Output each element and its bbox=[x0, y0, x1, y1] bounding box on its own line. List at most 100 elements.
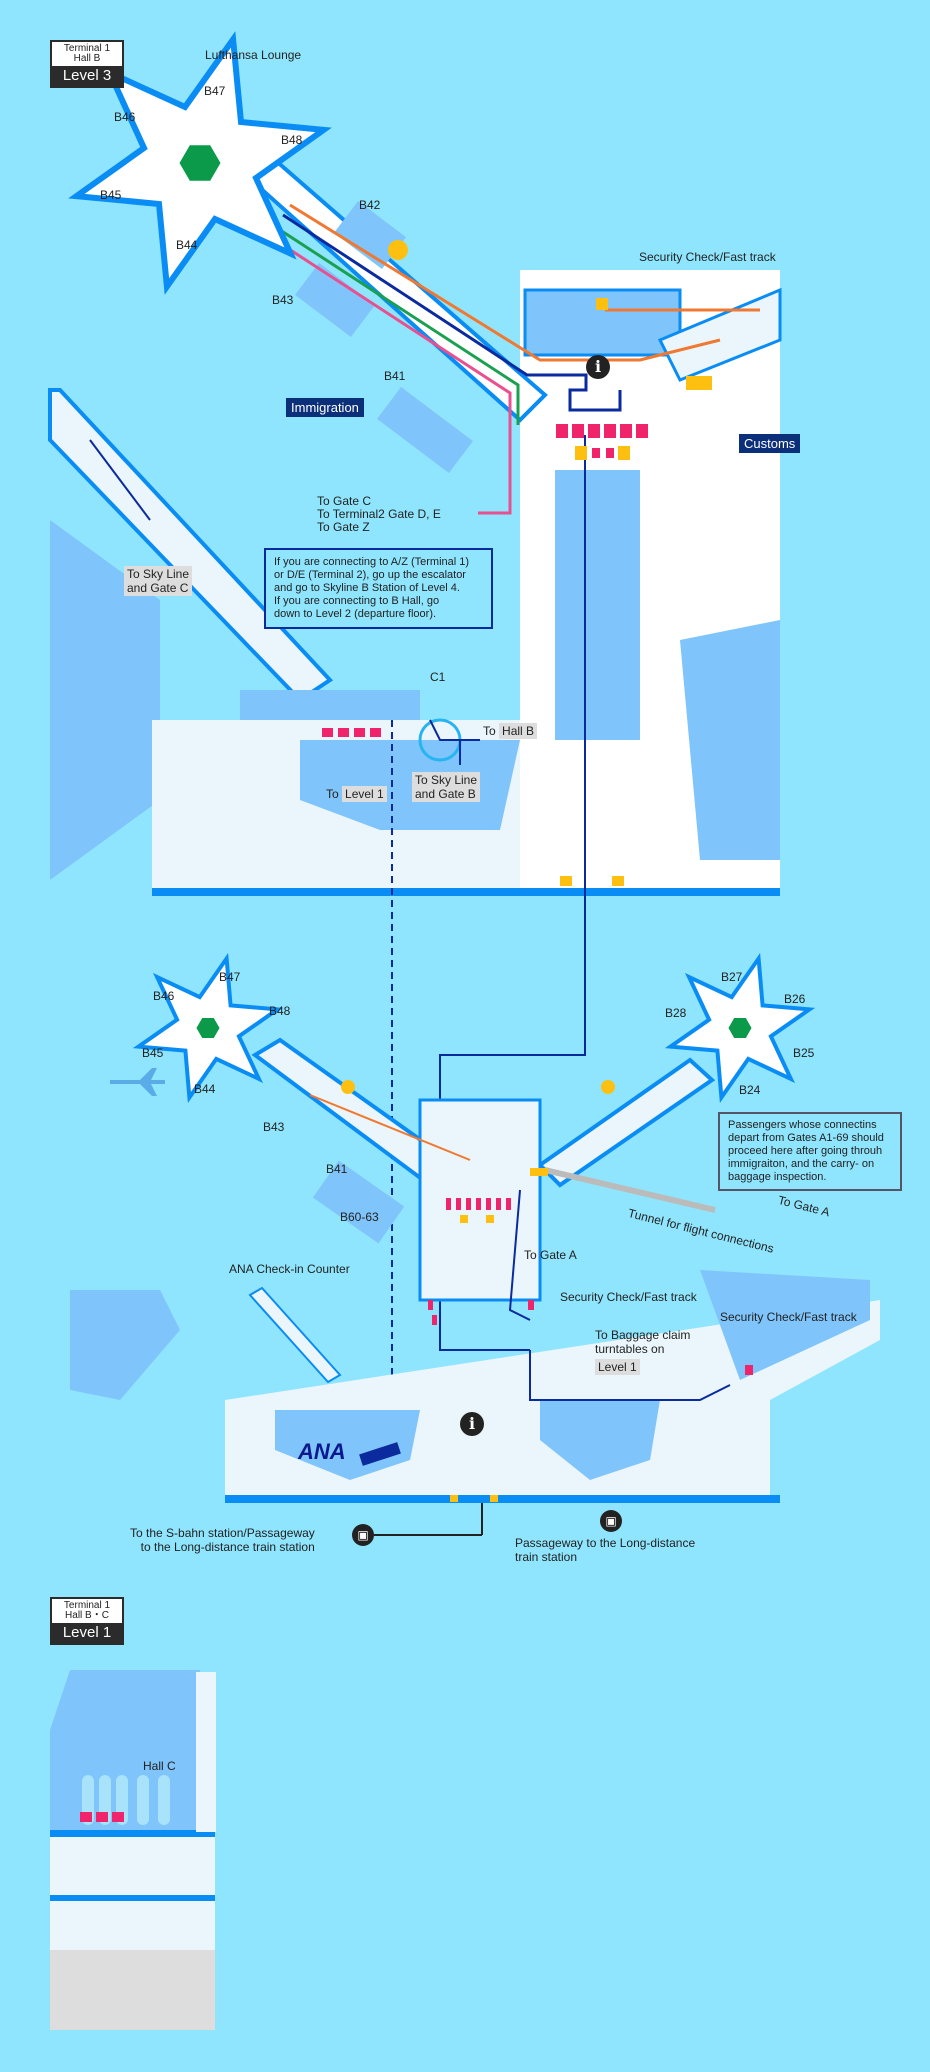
immigration-label: Immigration bbox=[286, 398, 364, 417]
gate-b48-lower[interactable]: B48 bbox=[269, 1004, 291, 1018]
security-check-label: Security Check/Fast track bbox=[639, 250, 776, 264]
security-check-1: Security Check/Fast track bbox=[560, 1290, 697, 1304]
terminal-label: Terminal 1 bbox=[63, 1600, 111, 1611]
customs-label: Customs bbox=[739, 434, 801, 453]
ana-check-in-hall bbox=[275, 1410, 420, 1480]
hall-label: Hall B・C bbox=[65, 1610, 109, 1621]
gate-b43-lower[interactable]: B43 bbox=[263, 1120, 285, 1134]
to-hall-b: To Hall B bbox=[483, 723, 538, 739]
hall-c-label: Hall C bbox=[143, 1759, 176, 1773]
gate-b41-block bbox=[377, 386, 473, 474]
route-pink bbox=[271, 236, 512, 515]
immigration-counters bbox=[556, 424, 648, 438]
gate-b60-block bbox=[312, 1160, 405, 1244]
gate-b45[interactable]: B45 bbox=[100, 188, 122, 202]
corridor-east bbox=[657, 287, 782, 382]
ana-check-in-label: ANA Check-in Counter bbox=[229, 1262, 350, 1276]
wall bbox=[50, 1830, 215, 1837]
lounge-icon bbox=[179, 145, 221, 181]
gate-b28[interactable]: B28 bbox=[665, 1006, 687, 1020]
gate-b24[interactable]: B24 bbox=[739, 1083, 761, 1097]
gate-b44[interactable]: B44 bbox=[176, 238, 198, 252]
wall bbox=[152, 888, 780, 896]
lounge-icon bbox=[728, 1018, 752, 1038]
gate-b41[interactable]: B41 bbox=[384, 369, 406, 383]
building-block bbox=[555, 470, 640, 740]
info-icon: i bbox=[586, 355, 610, 379]
baggage-carousels bbox=[82, 1775, 170, 1825]
gate-b43-block bbox=[295, 262, 375, 338]
lufthansa-lounge-label: Lufthansa Lounge bbox=[205, 48, 302, 62]
counters-hall-c bbox=[80, 1812, 124, 1822]
to-terminal2: To Terminal2 Gate D, E bbox=[317, 507, 441, 521]
route-blue-down bbox=[439, 435, 586, 1351]
route-green bbox=[276, 226, 520, 425]
gate-b27[interactable]: B27 bbox=[721, 970, 743, 984]
gate-b44-lower[interactable]: B44 bbox=[194, 1082, 216, 1096]
ana-logo: ANA bbox=[298, 1439, 346, 1464]
gate-b45-lower[interactable]: B45 bbox=[142, 1046, 164, 1060]
building-block bbox=[50, 520, 160, 880]
security-check-2: Security Check/Fast track bbox=[720, 1310, 857, 1324]
building-block bbox=[680, 620, 780, 860]
hall-c-floor bbox=[50, 1830, 215, 1890]
train-icon: ▣ bbox=[352, 1524, 374, 1546]
gate-b47[interactable]: B47 bbox=[204, 84, 226, 98]
gate-b41-lower[interactable]: B41 bbox=[326, 1162, 348, 1176]
route-orange bbox=[289, 203, 721, 362]
concourse-east bbox=[536, 1057, 716, 1188]
gate-c1[interactable]: C1 bbox=[430, 670, 446, 684]
customs-markers-lower bbox=[341, 1080, 615, 1502]
connection-note: If you are connecting to A/Z (Terminal 1… bbox=[264, 548, 493, 629]
building-block bbox=[700, 1270, 870, 1380]
customs-markers-bottom bbox=[560, 876, 624, 886]
terminal-label: Terminal 1 bbox=[63, 43, 111, 54]
corridor bbox=[196, 1672, 216, 1832]
to-gate-c: To Gate C bbox=[317, 494, 372, 508]
building-block bbox=[540, 1400, 660, 1480]
gate-b42-block bbox=[334, 200, 406, 270]
train-icon: ▣ bbox=[600, 1510, 622, 1532]
gate-b25[interactable]: B25 bbox=[793, 1046, 815, 1060]
gate-b26[interactable]: B26 bbox=[784, 992, 806, 1006]
customs-counters bbox=[388, 240, 712, 460]
info-icon-lower: i bbox=[460, 1412, 484, 1436]
gates-a-note: Passengers whose connectins depart from … bbox=[718, 1112, 902, 1191]
ramp bbox=[248, 1286, 342, 1384]
gate-b48[interactable]: B48 bbox=[281, 133, 303, 147]
gate-b43[interactable]: B43 bbox=[272, 293, 294, 307]
lower-level-buildings bbox=[70, 1037, 880, 1536]
lounge-icon bbox=[196, 1018, 220, 1038]
gate-b46[interactable]: B46 bbox=[114, 110, 136, 124]
gate-b46-lower[interactable]: B46 bbox=[153, 989, 175, 1003]
upper-level-buildings bbox=[48, 157, 782, 1380]
level-label: Level 3 bbox=[62, 67, 112, 84]
route-to-hall-b bbox=[429, 719, 480, 741]
tunnel bbox=[544, 1167, 716, 1213]
gate-b42[interactable]: B42 bbox=[359, 198, 381, 212]
ana-counter bbox=[359, 1442, 401, 1466]
to-level-1: To Level 1 bbox=[326, 786, 387, 802]
wall bbox=[50, 1895, 215, 1901]
route-sky-line-c bbox=[89, 439, 151, 521]
gate-b47-lower[interactable]: B47 bbox=[219, 970, 241, 984]
level-label: Level 1 bbox=[62, 1624, 112, 1641]
gate-b60-63[interactable]: B60-63 bbox=[340, 1210, 379, 1224]
route-blue bbox=[282, 213, 622, 412]
counters-c1 bbox=[322, 728, 381, 737]
airplane-icon bbox=[110, 1068, 165, 1096]
counters-lower bbox=[428, 1198, 753, 1375]
hall-c-buildings bbox=[50, 1670, 216, 2030]
to-gate-z: To Gate Z bbox=[317, 520, 370, 534]
route-orange-lower bbox=[309, 1094, 471, 1161]
building-block bbox=[300, 740, 520, 830]
to-gate-a: To Gate A bbox=[524, 1248, 577, 1262]
route-blue-lower bbox=[529, 1350, 731, 1401]
hall-label: Hall B bbox=[73, 53, 101, 64]
